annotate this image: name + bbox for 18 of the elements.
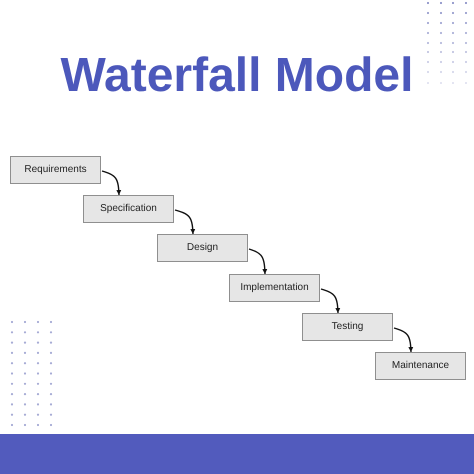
step-label: Specification	[100, 203, 157, 215]
process-box	[302, 313, 393, 341]
arrow	[174, 209, 196, 234]
step-label: Testing	[332, 321, 364, 333]
process-box	[10, 156, 101, 184]
arrow	[394, 327, 414, 352]
process-box	[375, 352, 466, 380]
arrow	[248, 248, 268, 274]
process-box	[157, 234, 248, 262]
process-box	[83, 195, 174, 223]
arrow	[102, 170, 122, 196]
step-label: Implementation	[240, 282, 309, 294]
step-label: Requirements	[24, 164, 87, 176]
arrow	[320, 288, 340, 314]
process-box	[229, 274, 320, 302]
step-label: Maintenance	[392, 360, 450, 372]
step-label: Design	[186, 242, 218, 254]
title: Waterfall Model	[60, 52, 414, 100]
